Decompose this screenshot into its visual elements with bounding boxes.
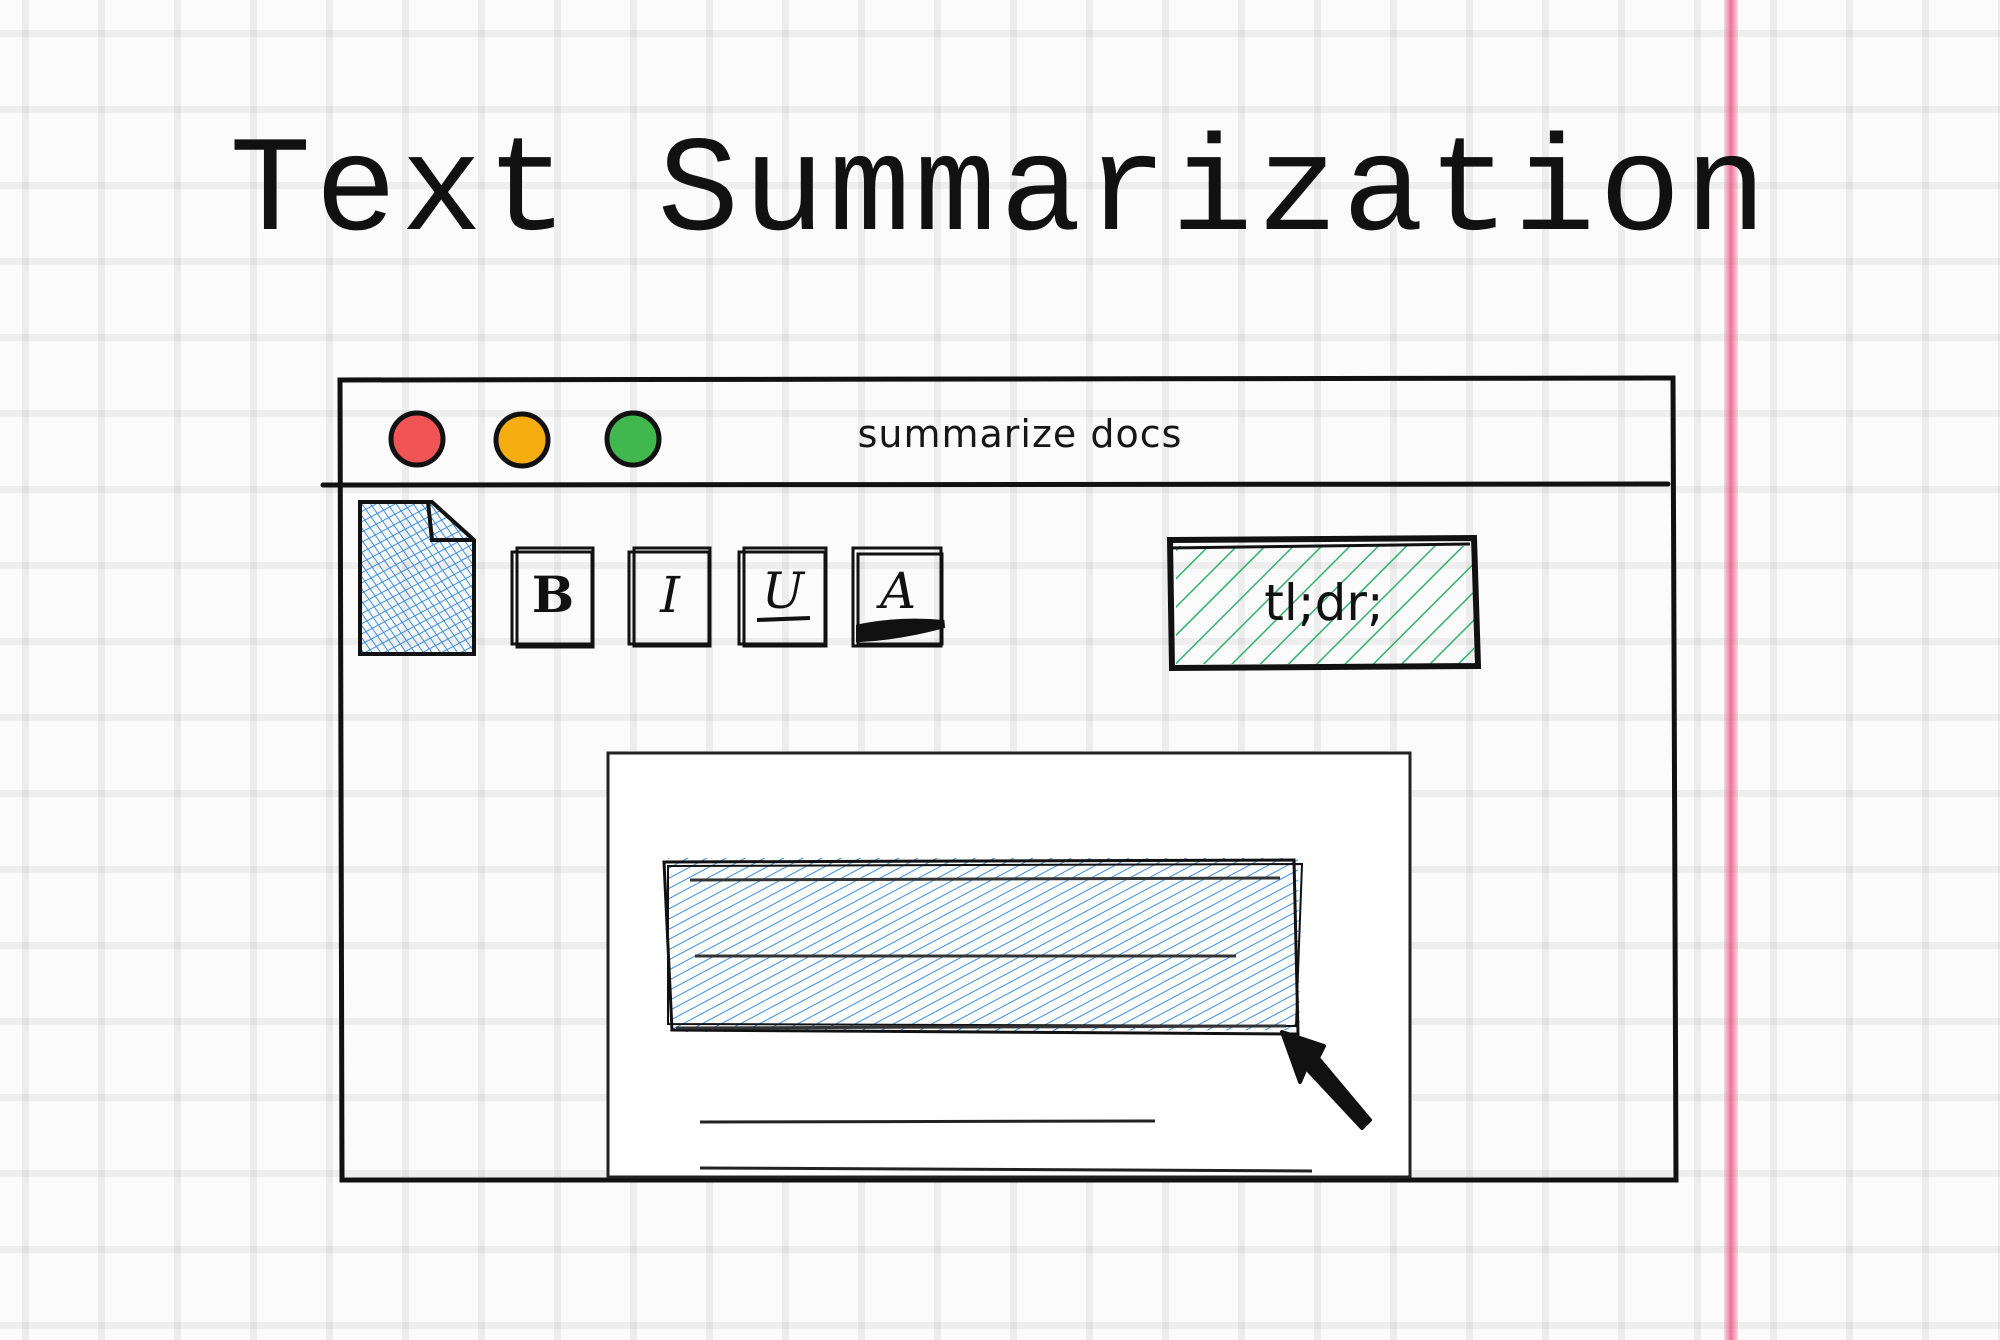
tldr-button[interactable] (1166, 534, 1482, 672)
close-window-button[interactable] (388, 410, 446, 468)
font-color-label: A (879, 562, 917, 620)
maximize-window-button[interactable] (604, 410, 662, 468)
window-frame (320, 375, 1679, 1183)
font-color-button[interactable] (851, 546, 946, 648)
text-line (699, 1166, 1313, 1173)
italic-label: I (660, 566, 680, 624)
minimize-window-button[interactable] (493, 411, 551, 469)
mouse-pointer-icon (1280, 1030, 1372, 1130)
bold-button[interactable] (510, 546, 595, 649)
page-title: Text Summarization (229, 116, 1771, 270)
underline-button[interactable] (737, 546, 828, 648)
bold-label: B (531, 565, 575, 624)
notebook-margin-line (1724, 0, 1738, 1340)
document-icon[interactable] (358, 500, 476, 656)
underline-label: U (761, 562, 805, 620)
text-line (699, 1119, 1156, 1124)
selected-text-block[interactable] (662, 858, 1304, 1036)
tldr-label: tl;dr; (1264, 574, 1384, 632)
italic-button[interactable] (627, 546, 712, 648)
window-title: summarize docs (857, 412, 1183, 456)
